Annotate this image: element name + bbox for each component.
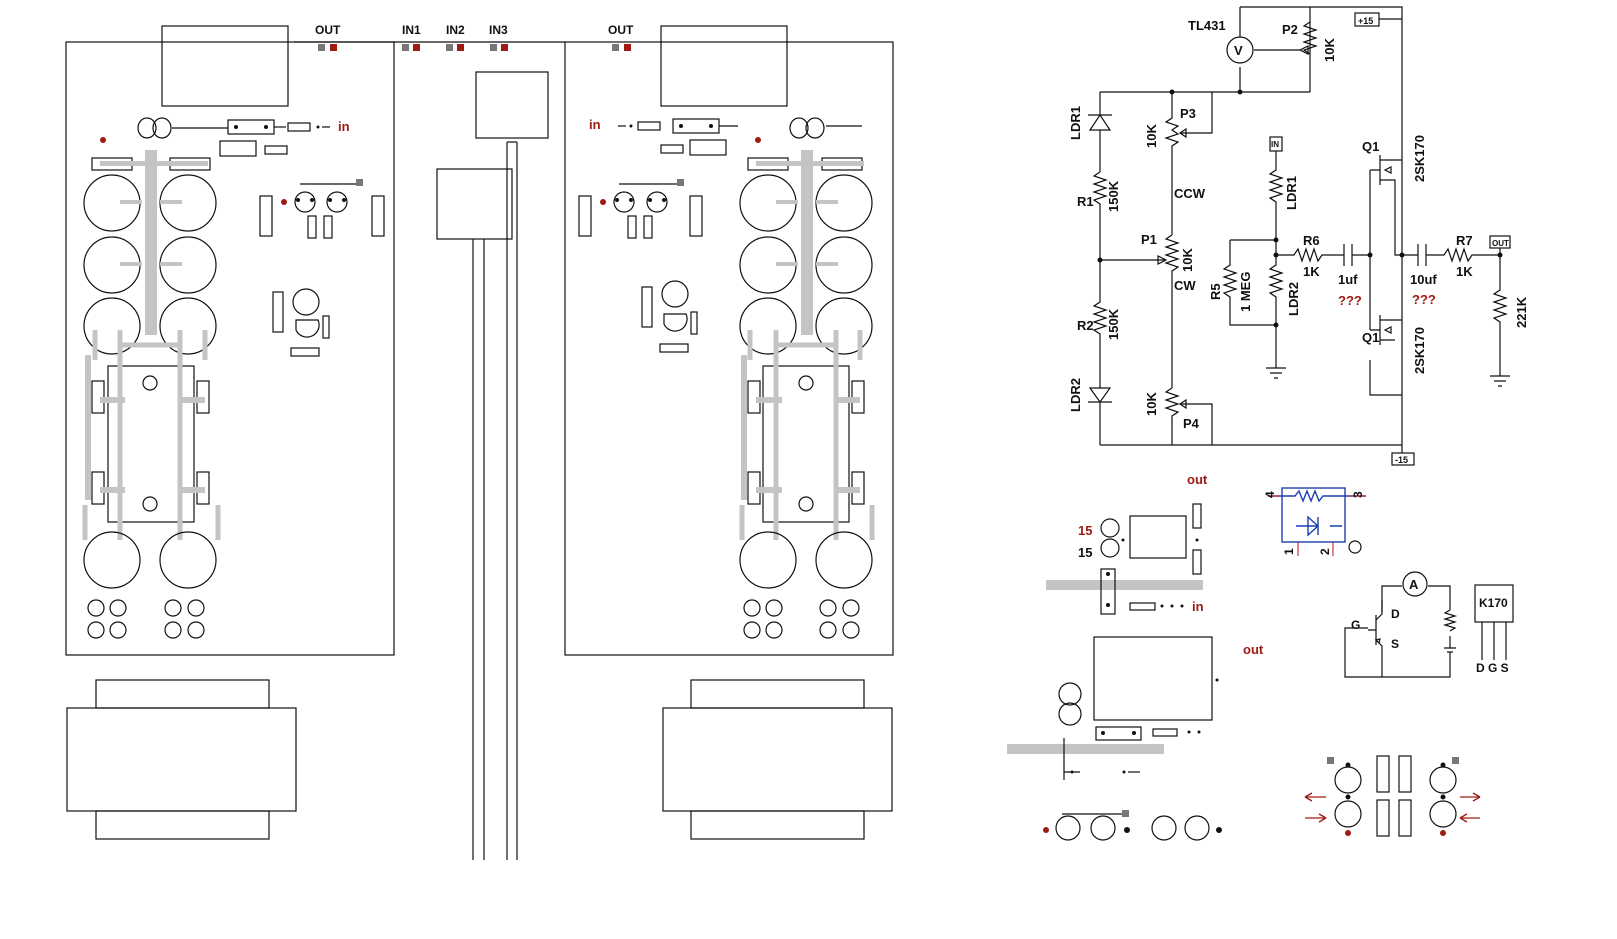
label-out-b: out — [1243, 642, 1264, 657]
label-q1-top: Q1 — [1362, 139, 1379, 154]
left-board-outline — [65, 41, 395, 656]
label-dgs: D G S — [1476, 661, 1509, 675]
label-p4-val: 10K — [1144, 392, 1159, 416]
input-selector-wiring — [294, 41, 565, 860]
label-p1: P1 — [1141, 232, 1157, 247]
label-r1: R1 — [1077, 194, 1094, 209]
label-unknown-1: ??? — [1338, 293, 1362, 308]
label-tl431: TL431 — [1188, 18, 1226, 33]
label-d: D — [1391, 607, 1400, 621]
label-c2-val: 10uf — [1410, 272, 1437, 287]
label-p3: P3 — [1180, 106, 1196, 121]
label-r8-val: 221K — [1514, 296, 1529, 328]
right-amplifier-board — [564, 25, 894, 840]
label-q1-top-part: 2SK170 — [1412, 135, 1427, 182]
label-r6-val: 1K — [1303, 264, 1320, 279]
label-minus15: -15 — [1395, 455, 1408, 465]
label-in-left: in — [338, 119, 350, 134]
label-out-tag: OUT — [1492, 239, 1509, 248]
label-in-tag: IN — [1271, 140, 1279, 149]
label-ldr2-b: LDR2 — [1286, 282, 1301, 316]
left-amplifier-board — [65, 25, 395, 840]
label-out-a: out — [1187, 472, 1208, 487]
label-unknown-2: ??? — [1412, 292, 1436, 307]
label-r6: R6 — [1303, 233, 1320, 248]
label-g: G — [1351, 618, 1360, 632]
label-r1-val: 150K — [1106, 180, 1121, 212]
label-pin1: 1 — [1282, 548, 1296, 555]
label-ldr1-b: LDR1 — [1284, 176, 1299, 210]
ldr-socket-placement — [1304, 755, 1481, 837]
label-meter-v: V — [1234, 43, 1243, 58]
label-ldr2: LDR2 — [1068, 378, 1083, 412]
label-p1-val: 10K — [1180, 248, 1195, 272]
label-15a: 15 — [1078, 523, 1092, 538]
attenuator-schematic — [1088, 6, 1511, 466]
label-c1-val: 1uf — [1338, 272, 1358, 287]
label-ldr1: LDR1 — [1068, 106, 1083, 140]
label-pin2: 2 — [1318, 548, 1332, 555]
label-in-a: in — [1192, 599, 1204, 614]
mini-layout-a — [1046, 503, 1203, 615]
label-q1-bot-part: 2SK170 — [1412, 327, 1427, 374]
label-q1-bot: Q1 — [1362, 330, 1379, 345]
mini-layout-b — [1007, 636, 1219, 780]
label-p2-val: 10K — [1322, 38, 1337, 62]
label-r7: R7 — [1456, 233, 1473, 248]
label-k170: K170 — [1479, 596, 1508, 610]
label-out-left: OUT — [315, 23, 341, 37]
label-out-right: OUT — [608, 23, 634, 37]
label-in3: IN3 — [489, 23, 508, 37]
label-in-right: in — [589, 117, 601, 132]
label-15b: 15 — [1078, 545, 1092, 560]
transistor-sockets — [1043, 810, 1222, 841]
label-r5-val: 1 MEG — [1238, 272, 1253, 312]
label-r7-val: 1K — [1456, 264, 1473, 279]
label-ccw: CCW — [1174, 186, 1206, 201]
label-s: S — [1391, 637, 1399, 651]
label-pin3: 3 — [1351, 491, 1365, 498]
optocoupler-symbol — [1268, 487, 1366, 556]
label-cw: CW — [1174, 278, 1196, 293]
label-r2-val: 150K — [1106, 308, 1121, 340]
label-r2: R2 — [1077, 318, 1094, 333]
label-p3-val: 10K — [1144, 124, 1159, 148]
label-in2: IN2 — [446, 23, 465, 37]
label-in1: IN1 — [402, 23, 421, 37]
label-p2: P2 — [1282, 22, 1298, 37]
label-p4: P4 — [1183, 416, 1200, 431]
label-r5: R5 — [1208, 283, 1223, 300]
label-plus15: +15 — [1358, 16, 1373, 26]
jfet-test-circuit — [1344, 571, 1514, 678]
label-meter-a: A — [1409, 577, 1419, 592]
left-heatsink-block — [161, 25, 289, 107]
label-pin4: 4 — [1263, 491, 1277, 498]
